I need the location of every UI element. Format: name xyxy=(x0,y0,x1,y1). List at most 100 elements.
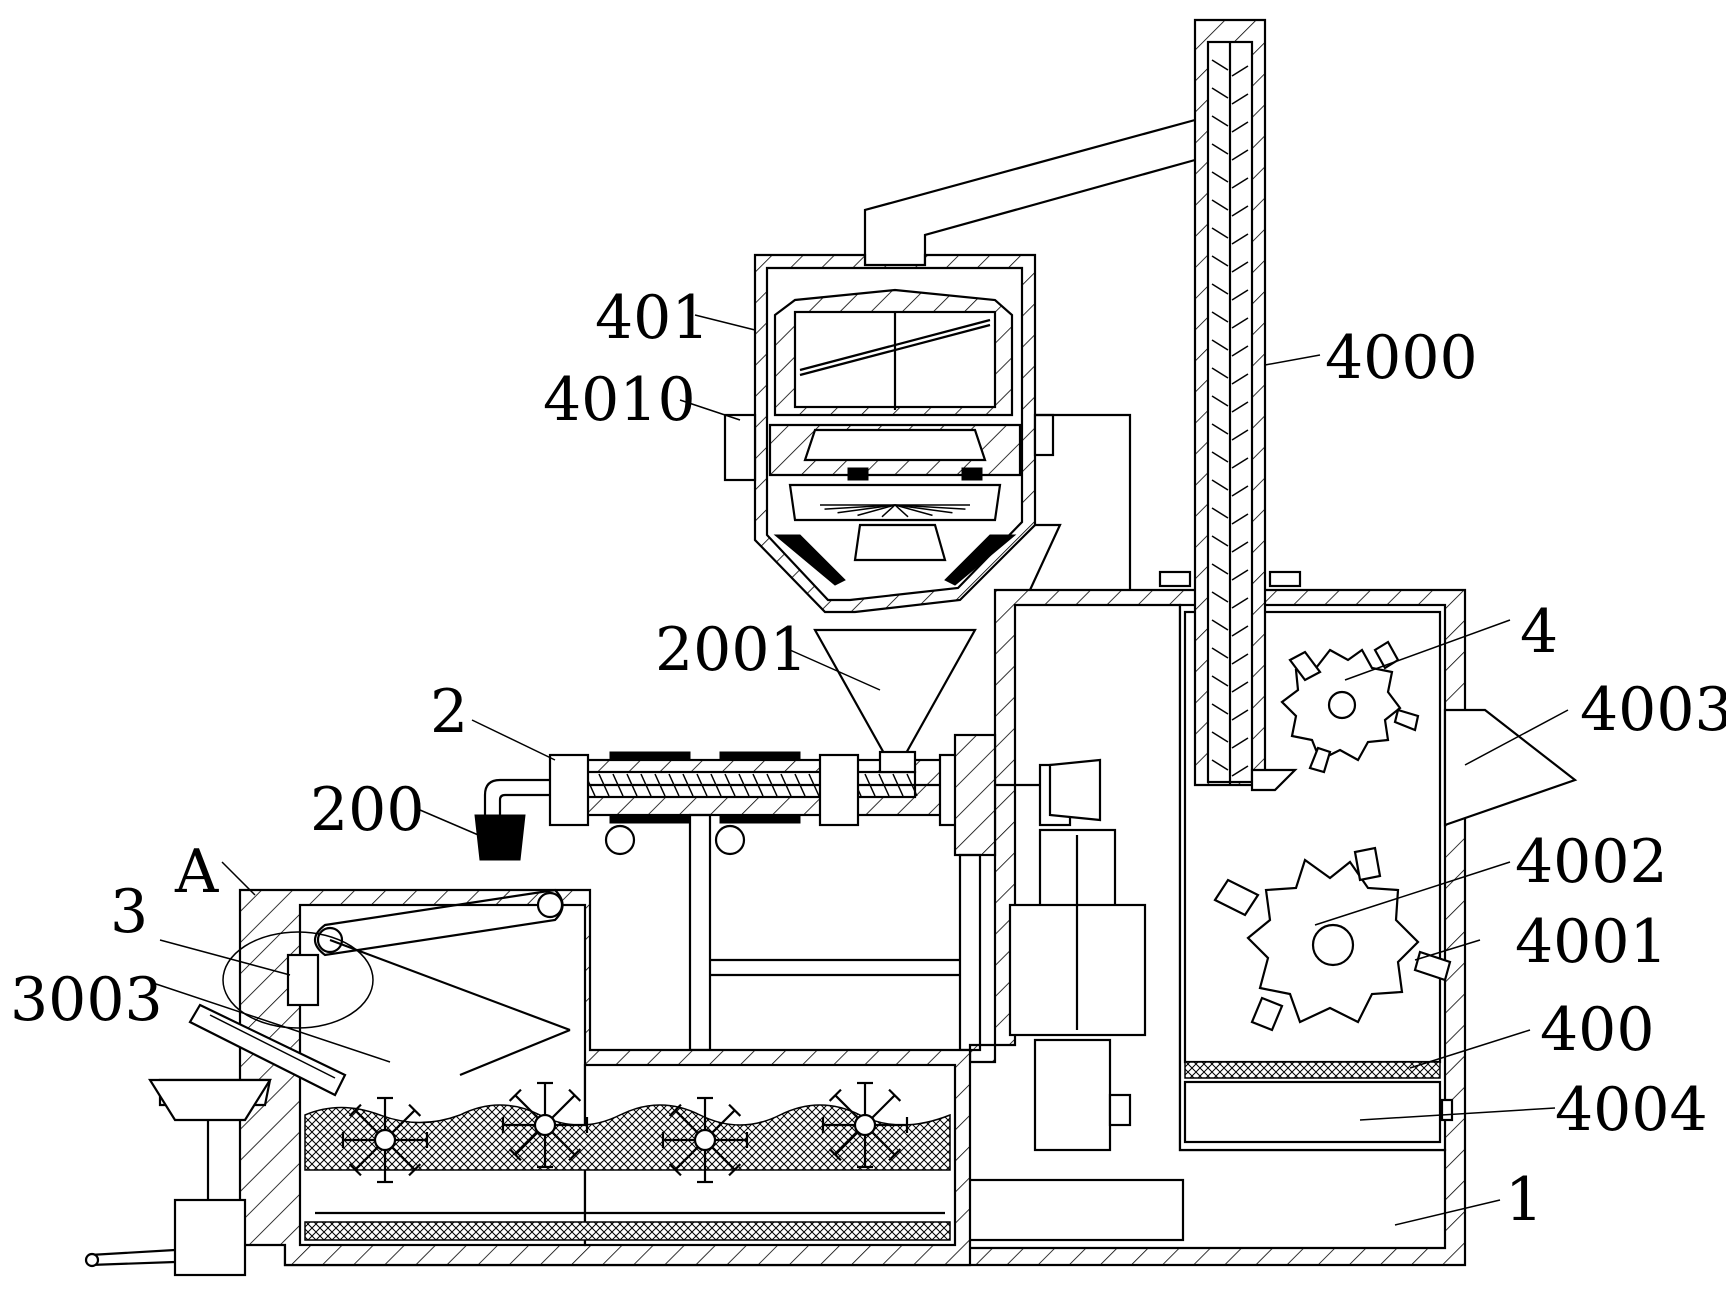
flight-right xyxy=(1231,261,1249,273)
flight-left xyxy=(1211,87,1229,99)
label-4004: 4004 xyxy=(1555,1075,1708,1145)
label-401: 401 xyxy=(595,283,710,353)
flight-left xyxy=(1211,423,1229,435)
paddle-tip xyxy=(668,1163,682,1177)
flight-left xyxy=(1211,143,1229,155)
flight-left xyxy=(1211,591,1229,603)
leader-lines xyxy=(149,314,1569,1226)
flight-right xyxy=(1231,345,1249,357)
flight-left xyxy=(1211,395,1229,407)
drive-motor xyxy=(1008,758,1147,1152)
impeller-blade xyxy=(881,504,896,518)
detail-A-circle xyxy=(222,931,374,1029)
flight-right xyxy=(1231,765,1249,777)
paddle-tip xyxy=(568,1088,582,1102)
impeller-blade xyxy=(894,504,966,510)
paddle-tip xyxy=(408,1163,422,1177)
flight-left xyxy=(1211,675,1229,687)
paddle-tip xyxy=(728,1103,742,1117)
separator-401 xyxy=(723,253,1132,614)
flight-left xyxy=(1211,311,1229,323)
paddle-tip xyxy=(888,1148,902,1162)
flight-right xyxy=(1231,233,1249,245)
label-4003: 4003 xyxy=(1580,675,1726,745)
flight-left xyxy=(1211,759,1229,771)
flight-left xyxy=(1211,339,1229,351)
paddle-tip xyxy=(348,1103,362,1117)
label-A: A xyxy=(174,837,219,907)
paddle-tip xyxy=(668,1103,682,1117)
flight-left xyxy=(1211,619,1229,631)
cooling-tank-3 xyxy=(222,888,972,1267)
flight-left xyxy=(1211,367,1229,379)
flight-left xyxy=(1211,59,1229,71)
label-400: 400 xyxy=(1540,995,1655,1065)
impeller-blade xyxy=(894,504,933,517)
flight-left xyxy=(1211,535,1229,547)
flight-left xyxy=(1211,199,1229,211)
flight-right xyxy=(1231,317,1249,329)
paddle-tip xyxy=(508,1088,522,1102)
paddle-tip xyxy=(568,1148,582,1162)
flight-right xyxy=(1231,653,1249,665)
bracket-4010 xyxy=(723,413,757,482)
flight-left xyxy=(1211,283,1229,295)
flight-left xyxy=(1211,115,1229,127)
impeller-blade xyxy=(894,504,953,514)
lower-rotor xyxy=(1213,846,1452,1032)
flight-right xyxy=(1231,485,1249,497)
flight-right xyxy=(1231,625,1249,637)
flight-left xyxy=(1211,171,1229,183)
paddle-tip xyxy=(508,1148,522,1162)
paddle-hub xyxy=(373,1128,397,1152)
label-4000: 4000 xyxy=(1325,323,1478,393)
label-1: 1 xyxy=(1505,1165,1543,1235)
label-4: 4 xyxy=(1520,597,1558,667)
label-2: 2 xyxy=(430,677,468,747)
flight-right xyxy=(1231,737,1249,749)
impeller-blade xyxy=(857,504,896,517)
screw-elevator-4000 xyxy=(863,18,1302,792)
flight-right xyxy=(1231,457,1249,469)
crusher-chamber xyxy=(1183,610,1578,1144)
paddle-tip xyxy=(408,1103,422,1117)
flight-left xyxy=(1211,227,1229,239)
flight-left xyxy=(1211,255,1229,267)
flight-left xyxy=(1211,647,1229,659)
paddle-wheels xyxy=(341,1081,909,1184)
flight-right xyxy=(1231,597,1249,609)
upper-rotor xyxy=(1280,640,1420,774)
label-3: 3 xyxy=(110,877,148,947)
flight-right xyxy=(1231,65,1249,77)
screen-mesh-400 xyxy=(1184,1061,1441,1079)
flight-right xyxy=(1231,569,1249,581)
label-200: 200 xyxy=(310,775,425,845)
label-4002: 4002 xyxy=(1515,827,1668,897)
paddle-tip xyxy=(888,1088,902,1102)
callout-labels: 401 4010 4000 2001 2 200 A 3 3003 4 4003… xyxy=(10,283,1726,1235)
paddle-hub xyxy=(853,1113,877,1137)
screw-extruder-2 xyxy=(474,733,1040,1052)
screw-flights xyxy=(1211,59,1249,777)
flight-right xyxy=(1231,709,1249,721)
paddle-tip xyxy=(728,1163,742,1177)
flight-left xyxy=(1211,507,1229,519)
flight-right xyxy=(1231,93,1249,105)
flight-right xyxy=(1231,177,1249,189)
flight-right xyxy=(1231,289,1249,301)
inclined-auger-3003 xyxy=(84,1003,347,1277)
collection-drawer-4004 xyxy=(1183,1080,1442,1144)
label-4010: 4010 xyxy=(543,365,696,435)
paddle-tip xyxy=(828,1148,842,1162)
label-4001: 4001 xyxy=(1515,907,1668,977)
flight-right xyxy=(1231,121,1249,133)
flight-right xyxy=(1231,429,1249,441)
paddle-hub xyxy=(533,1113,557,1137)
paddle-tip xyxy=(828,1088,842,1102)
label-3003: 3003 xyxy=(10,965,163,1035)
paddle-tip xyxy=(348,1163,362,1177)
flight-right xyxy=(1231,149,1249,161)
flight-left xyxy=(1211,451,1229,463)
feed-hopper-2001 xyxy=(813,628,977,757)
flight-right xyxy=(1231,205,1249,217)
